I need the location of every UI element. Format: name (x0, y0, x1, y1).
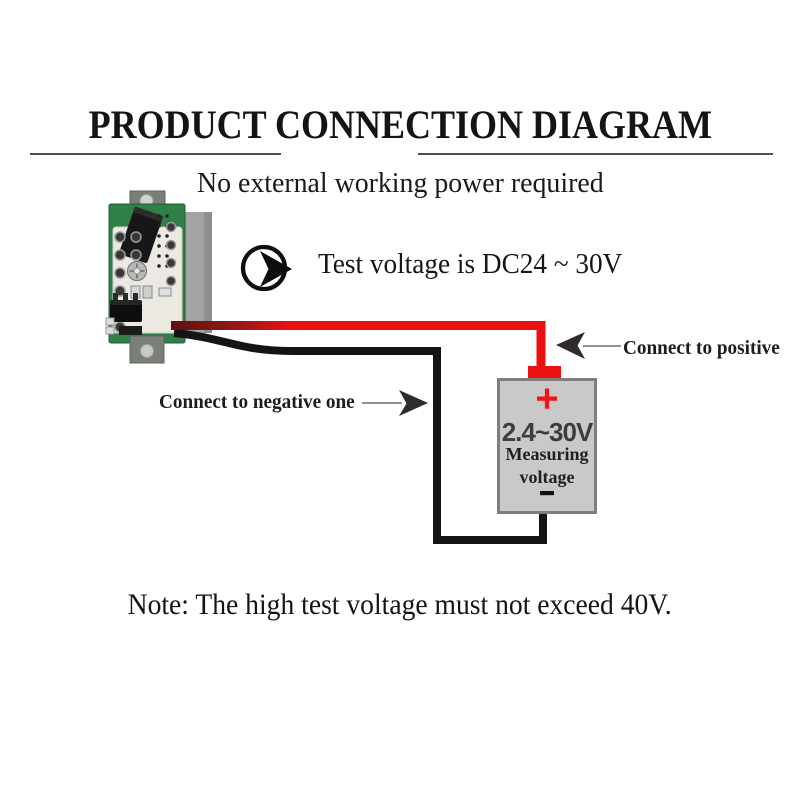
battery-voltage-range: 2.4~30V (501, 417, 594, 447)
trimmer-pot (127, 261, 147, 281)
title-divider-left (30, 153, 281, 155)
page-title: PRODUCT CONNECTION DIAGRAM (0, 101, 800, 148)
battery-minus-symbol: − (538, 461, 556, 527)
connect-to-positive-label: Connect to positive (623, 337, 780, 359)
warning-note: Note: The high test voltage must not exc… (0, 588, 800, 622)
subtitle: No external working power required (197, 167, 621, 200)
positive-arrow-icon (556, 332, 585, 359)
smd-components (130, 285, 172, 299)
mounting-hole-bottom (140, 344, 154, 358)
positive-wire (171, 321, 546, 370)
circle-arrow-right-icon (240, 244, 292, 292)
transistor (110, 293, 142, 322)
measured-voltage-source: + 2.4~30V Measuring voltage − (497, 376, 597, 524)
battery-plus-symbol: + (535, 376, 559, 421)
negative-arrow-icon (399, 390, 428, 416)
solder-pads-right (165, 221, 177, 287)
test-voltage-text: Test voltage is DC24 ~ 30V (318, 248, 623, 280)
warning-note-text: Note: The high test voltage must not exc… (127, 588, 672, 621)
test-voltage-callout: Test voltage is DC24 ~ 30V (318, 248, 642, 281)
title-divider-right (418, 153, 773, 155)
negative-wire (173, 329, 547, 544)
smd-chip (119, 326, 142, 335)
connect-to-negative-label: Connect to negative one (159, 391, 355, 413)
voltmeter-pcb-module (105, 190, 212, 364)
subtitle-text: No external working power required (197, 167, 604, 199)
page-title-text: PRODUCT CONNECTION DIAGRAM (88, 102, 712, 147)
